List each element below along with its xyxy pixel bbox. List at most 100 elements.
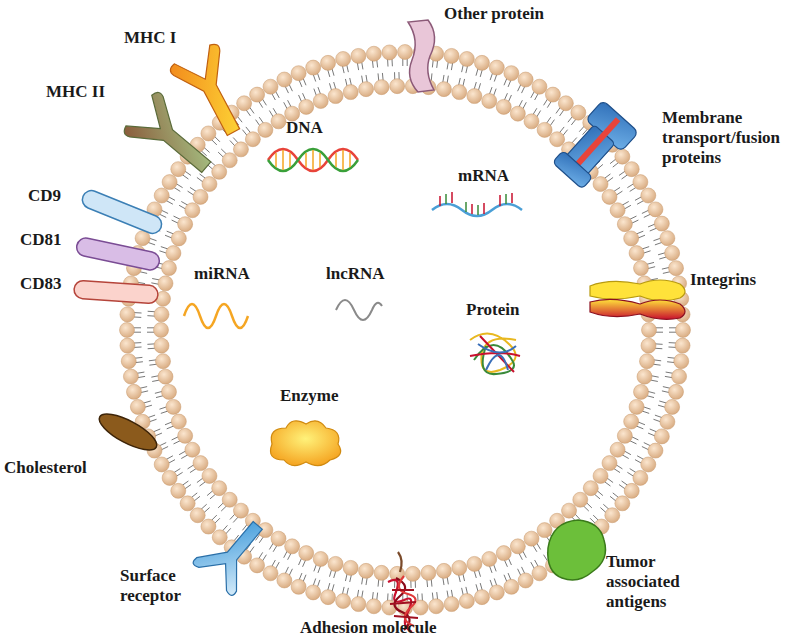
cargo-label: mRNA — [458, 166, 509, 186]
lipid-head — [467, 556, 482, 571]
cargo-label: lncRNA — [326, 264, 385, 284]
lipid-head — [222, 492, 237, 507]
lipid-head — [669, 384, 684, 399]
lipid-head — [633, 175, 648, 190]
mrna-strand — [432, 192, 522, 216]
lipid-head — [306, 585, 321, 600]
lipid-head — [120, 338, 135, 353]
lipid-head — [558, 96, 573, 111]
lipid-head — [166, 246, 181, 261]
mhc-i — [168, 42, 257, 145]
lipid-head — [602, 456, 617, 471]
lipid-head — [617, 428, 632, 443]
lipid-head — [474, 590, 489, 605]
lipid-head — [263, 79, 278, 94]
lipid-head — [154, 307, 169, 322]
lipid-head — [313, 94, 328, 109]
lipid-head — [605, 508, 620, 523]
mirna-strand — [184, 304, 248, 328]
lipid-head — [398, 45, 413, 60]
other-protein — [408, 20, 435, 92]
lipid-head — [120, 307, 135, 322]
lipid-head — [374, 80, 389, 95]
lipid-head — [156, 354, 171, 369]
lipid-head — [654, 216, 669, 231]
lipid-head — [123, 369, 138, 384]
lipid-head — [336, 594, 351, 609]
lipid-head — [482, 94, 497, 109]
lipid-head — [126, 384, 141, 399]
lipid-head — [641, 457, 656, 472]
lipid-head — [482, 551, 497, 566]
lipid-head — [171, 483, 186, 498]
lipid-head — [193, 456, 208, 471]
lipid-head — [212, 530, 227, 545]
lipid-head — [154, 457, 169, 472]
lipid-head — [245, 132, 260, 147]
lipid-head — [178, 217, 193, 232]
lipid-head — [629, 246, 644, 261]
tetraspanin-label: CD9 — [28, 186, 61, 206]
lipid-head — [158, 369, 173, 384]
tetraspanin-label: CD81 — [20, 230, 62, 250]
lipid-head — [202, 468, 217, 483]
lipid-head — [250, 87, 265, 102]
lipid-head — [452, 85, 467, 100]
lipid-head — [171, 162, 186, 177]
lipid-head — [351, 597, 366, 612]
lipid-head — [532, 79, 547, 94]
lipid-head — [162, 175, 177, 190]
lipid-head — [518, 72, 533, 87]
lipid-head — [336, 51, 351, 66]
lipid-head — [190, 508, 205, 523]
lipid-head — [641, 188, 656, 203]
marker-label: CD83 — [20, 274, 62, 294]
protein-label: Other protein — [444, 4, 544, 24]
lipid-head — [161, 261, 176, 276]
cd81-protein — [75, 236, 161, 271]
lipid-head — [510, 539, 525, 554]
lipid-head — [351, 48, 366, 63]
lncrna-strand — [336, 300, 382, 320]
surface-receptor — [192, 508, 278, 596]
lipid-head — [193, 189, 208, 204]
lipid-head — [233, 142, 248, 157]
lipid-head — [444, 48, 459, 63]
lipid-head — [610, 203, 625, 218]
lipid-head — [185, 442, 200, 457]
lipid-head — [660, 414, 675, 429]
lipid-head — [676, 323, 691, 338]
lipid-head — [583, 481, 598, 496]
lipid-head — [496, 546, 511, 561]
lipid-head — [674, 354, 689, 369]
lipid-head — [161, 384, 176, 399]
lipid-head — [602, 189, 617, 204]
lipid-head — [429, 599, 444, 614]
lipid-head — [201, 126, 216, 141]
lipid-head — [573, 492, 588, 507]
lipid-head — [277, 72, 292, 87]
lipid-head — [212, 481, 227, 496]
lipid-head — [537, 122, 552, 137]
lipid-head — [675, 338, 690, 353]
lipid-head — [306, 60, 321, 75]
lipid-head — [593, 177, 608, 192]
lipid-head — [328, 89, 343, 104]
lipid-head — [459, 51, 474, 66]
lipid-head — [642, 323, 657, 338]
mhc-label: MHC II — [46, 82, 105, 102]
lipid-head — [634, 261, 649, 276]
dna-helix — [268, 149, 358, 171]
lipid-head — [171, 414, 186, 429]
lipid-head — [593, 468, 608, 483]
lipid-head — [250, 558, 265, 573]
lipid-bilayer — [120, 45, 691, 616]
lipid-head — [201, 519, 216, 534]
lipid-head — [665, 399, 680, 414]
lipid-head — [444, 597, 459, 612]
lipid-head — [321, 55, 336, 70]
lipid-head — [233, 503, 248, 518]
lipid-head — [550, 132, 565, 147]
lipid-head — [154, 188, 169, 203]
